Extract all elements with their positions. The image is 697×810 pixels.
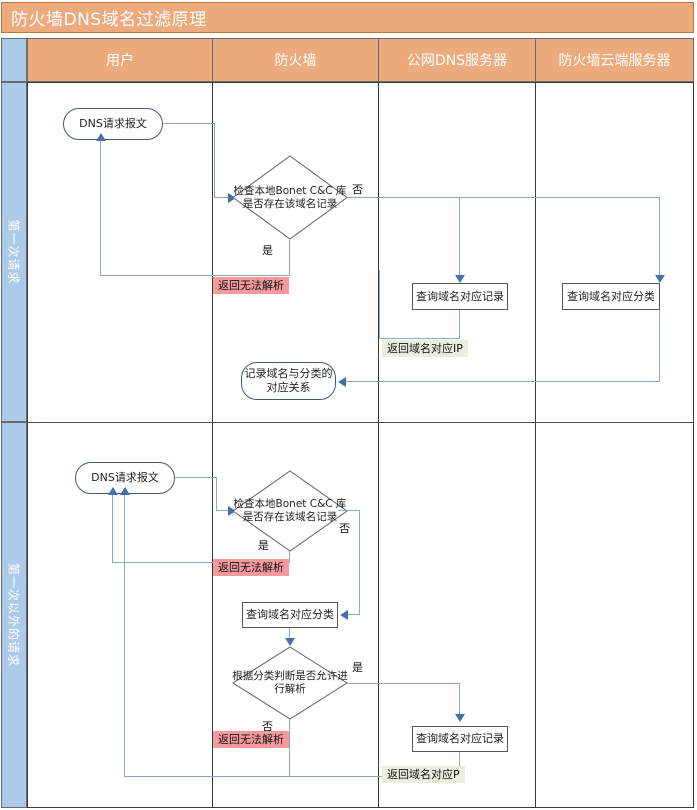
diagram-title-bar: 防火墙DNS域名过滤原理: [1, 2, 694, 33]
s1-arrow-into-query-record: [455, 275, 465, 283]
s2-no2-label: 否: [262, 720, 273, 733]
s1-yes-label: 是: [262, 244, 273, 257]
s2-edge-yes-up: [112, 494, 114, 563]
s2-arrow-into-query-record: [455, 714, 465, 722]
column-header-public-dns: 公网DNS服务器: [378, 38, 536, 82]
s2-arrow-into-allow-decision: [285, 638, 295, 646]
s2-yes-label: 是: [258, 539, 269, 552]
s1-edge-yes-h: [100, 275, 290, 277]
column-header-public-dns-label: 公网DNS服务器: [406, 53, 508, 69]
s1-edge-yes-return-v: [100, 140, 102, 276]
s2-return-ip-tag: 返回域名对应P: [382, 766, 465, 784]
s1-dns-request-node[interactable]: DNS请求报文: [63, 108, 163, 140]
s1-edge-request-h1: [163, 123, 215, 125]
section-label-first-request: 第一次请求: [1, 82, 27, 422]
s2-edge-request-h2: [216, 510, 232, 512]
column-header-cloud: 防火墙云端服务器: [535, 38, 694, 82]
s2-arrow-into-check: [228, 506, 236, 516]
section-divider: [27, 422, 694, 423]
page-title: 防火墙DNS域名过滤原理: [11, 10, 207, 30]
s1-arrow-into-query-category: [655, 275, 665, 283]
s1-query-record-node[interactable]: 查询域名对应记录: [412, 283, 508, 310]
s1-check-local-db-decision[interactable]: 检查本地Bonet C&C 库是否存在该域名记录: [232, 155, 348, 240]
s2-arrow-back-to-request-1: [108, 487, 118, 495]
s2-edge-no-v: [359, 510, 361, 615]
s1-arrow-into-record-mapping: [338, 377, 346, 387]
s2-edge-request-v1: [216, 477, 218, 511]
s2-arrow-into-query-category: [340, 610, 348, 620]
s1-arrow-into-check: [228, 193, 236, 203]
s2-edge-ip-v: [459, 752, 461, 777]
s1-query-category-label: 查询域名对应分类: [567, 289, 655, 303]
s2-edge-yes-v: [289, 551, 291, 563]
s1-edge-yes-v: [289, 240, 291, 276]
s1-edge-ip-up: [379, 270, 381, 339]
s2-edge-request-h1: [175, 477, 217, 479]
s1-edge-request-h2: [214, 197, 232, 199]
section-label-first-request-text: 第一次请求: [6, 219, 21, 285]
s1-dns-request-label: DNS请求报文: [79, 117, 147, 131]
s2-edge-no-h1: [338, 510, 360, 512]
s2-dns-request-label: DNS请求报文: [91, 471, 159, 485]
column-header-cloud-label: 防火墙云端服务器: [558, 53, 671, 69]
s2-edge-yes2-v: [459, 683, 461, 716]
s1-edge-cloud-h: [346, 381, 660, 383]
s1-edge-no-v-cloud: [659, 197, 661, 277]
s1-no-label: 否: [352, 183, 363, 196]
column-header-firewall-label: 防火墙: [274, 53, 317, 69]
s2-query-category-node[interactable]: 查询域名对应分类: [242, 602, 338, 628]
s2-check-local-db-decision[interactable]: 检查本地Bonet C&C 库是否存在该域名记录: [232, 470, 348, 552]
header-corner-cell: [1, 38, 27, 82]
section-label-subsequent-request-text: 第一次以外的请求: [6, 562, 21, 668]
s2-edge-yes2-h: [347, 683, 460, 685]
s2-query-category-label: 查询域名对应分类: [246, 608, 334, 622]
s2-edge-category-to-decision: [289, 628, 291, 640]
s1-record-mapping-node[interactable]: 记录域名与分类的对应关系: [241, 362, 336, 400]
s2-query-record-label: 查询域名对应记录: [416, 732, 504, 746]
s2-cannot-resolve-tag-2: 返回无法解析: [213, 731, 289, 749]
s1-return-ip-tag: 返回域名对应IP: [382, 340, 468, 358]
s1-edge-ip-v: [459, 310, 461, 339]
s1-edge-cloud-v: [659, 310, 661, 382]
column-header-user: 用户: [27, 38, 213, 82]
s1-arrow-back-to-request: [96, 133, 106, 141]
s1-edge-no-h: [347, 197, 660, 199]
section-label-subsequent-request: 第一次以外的请求: [1, 422, 27, 808]
s2-cannot-resolve-tag-1: 返回无法解析: [213, 559, 289, 577]
column-header-user-label: 用户: [106, 53, 134, 69]
s2-query-record-node[interactable]: 查询域名对应记录: [412, 726, 508, 752]
s1-query-record-label: 查询域名对应记录: [416, 289, 504, 303]
s2-edge-yes-h: [112, 562, 290, 564]
s2-yes2-label: 是: [352, 661, 363, 674]
s2-edge-ip-h: [124, 776, 460, 778]
column-divider-2: [378, 82, 379, 808]
s2-edge-ip-up: [124, 494, 126, 777]
s2-allow-resolve-decision[interactable]: 根据分类判断是否允许进行解析: [232, 646, 348, 720]
s1-cannot-resolve-tag: 返回无法解析: [213, 277, 289, 295]
column-divider-1: [212, 82, 213, 808]
s1-record-mapping-label: 记录域名与分类的对应关系: [244, 367, 333, 394]
column-divider-3: [535, 82, 536, 808]
s2-edge-no-h2: [348, 614, 360, 616]
s2-arrow-back-to-request-2: [120, 487, 130, 495]
s2-no-label: 否: [339, 522, 350, 535]
s1-query-category-node[interactable]: 查询域名对应分类: [562, 283, 660, 310]
s2-edge-no2-v: [289, 719, 291, 777]
s1-edge-request-v1: [214, 123, 216, 198]
diagram-body: [27, 82, 694, 808]
s1-edge-ip-h: [379, 338, 460, 340]
s1-edge-no-v-dns: [459, 197, 461, 277]
column-header-firewall: 防火墙: [212, 38, 379, 82]
